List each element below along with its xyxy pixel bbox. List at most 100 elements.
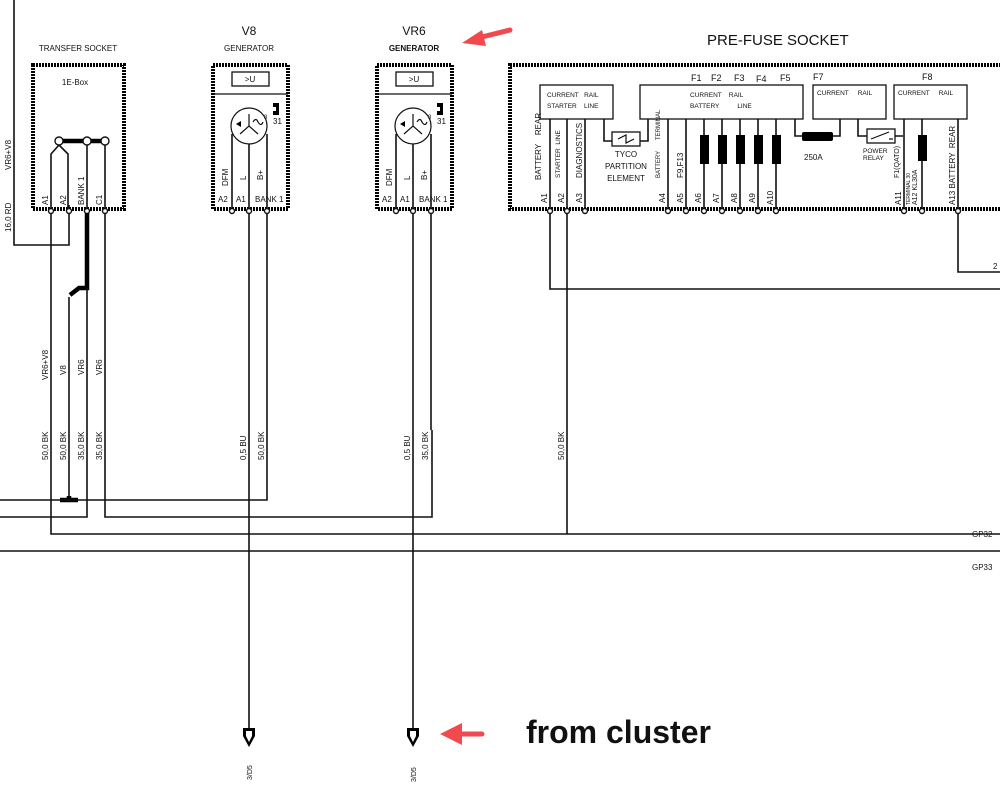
bus-node (82, 136, 92, 146)
svg-text:A8: A8 (730, 193, 739, 203)
pre-fuse-pins (546, 207, 962, 215)
fuse-icon (718, 135, 727, 164)
wire-name: VR6 (77, 359, 86, 375)
annotation-arrow-cluster (440, 723, 485, 745)
connector-icon (407, 728, 419, 747)
wire-spec: 35,0 BK (95, 431, 104, 460)
v8-regulator: >U (245, 75, 256, 84)
svg-text:A2: A2 (218, 195, 228, 204)
svg-text:TYCO: TYCO (615, 150, 637, 159)
svg-text:DFM: DFM (221, 168, 230, 186)
svg-text:F8: F8 (922, 72, 933, 82)
svg-text:A9: A9 (748, 193, 757, 203)
svg-text:F7: F7 (813, 72, 824, 82)
f8-rail (893, 84, 968, 120)
ground-label: 31 (437, 117, 446, 126)
svg-text:A10: A10 (766, 190, 775, 205)
svg-text:TERMINAL: TERMINAL (656, 109, 662, 140)
svg-text:3: 3 (264, 115, 268, 121)
svg-text:F3: F3 (734, 73, 745, 83)
svg-text:A7: A7 (712, 193, 721, 203)
transfer-socket-title: TRANSFER SOCKET (39, 44, 117, 53)
connector-icon (243, 728, 255, 747)
pin-label: C1 (95, 194, 104, 205)
svg-text:F1(QATO): F1(QATO) (894, 146, 901, 178)
svg-text:A5: A5 (676, 193, 685, 203)
svg-text:F1: F1 (691, 73, 702, 83)
svg-text:250A: 250A (804, 153, 823, 162)
svg-text:L: L (403, 175, 412, 180)
svg-text:CURRENT RAIL: CURRENT RAIL (547, 92, 599, 99)
svg-text:2: 2 (993, 262, 998, 271)
pin-label: A2 (59, 195, 68, 205)
bus-node (100, 136, 110, 146)
svg-text:A4: A4 (658, 193, 667, 203)
wire-vr6-v8 (50, 213, 1000, 535)
wire-spec: 50,0 BK (41, 431, 50, 460)
svg-text:ELEMENT: ELEMENT (607, 174, 645, 183)
wire-v8-bank (0, 210, 268, 501)
wire-vr6-b (104, 213, 433, 518)
svg-text:BATTERY LINE: BATTERY LINE (690, 103, 752, 110)
battery-rail (639, 84, 804, 120)
svg-text:A1: A1 (400, 195, 410, 204)
svg-text:A13 BATTERY REAR: A13 BATTERY REAR (948, 126, 957, 205)
vr6-title: GENERATOR (389, 44, 440, 53)
supply-wire (13, 0, 70, 246)
svg-text:F5: F5 (780, 73, 791, 83)
svg-text:CURRENT RAIL: CURRENT RAIL (898, 90, 954, 97)
svg-text:BATTERY REAR: BATTERY REAR (534, 113, 543, 180)
pre-fuse-title: PRE-FUSE SOCKET (707, 32, 849, 49)
svg-text:A1: A1 (540, 193, 549, 203)
svg-text:A1: A1 (236, 195, 246, 204)
wire-name: VR6 (95, 359, 104, 375)
svg-text:A2: A2 (382, 195, 392, 204)
transfer-socket-box (31, 63, 126, 211)
wire-vr6-a (0, 288, 88, 518)
fuse-icon (772, 135, 781, 164)
fuse-icon (754, 135, 763, 164)
gp33-label: GP33 (972, 563, 993, 572)
v8-title: GENERATOR (224, 44, 274, 53)
fuse-icon (736, 135, 745, 164)
wire-name: V8 (59, 365, 68, 375)
svg-text:3: 3 (428, 115, 432, 121)
svg-text:RELAY: RELAY (863, 155, 884, 162)
svg-text:F2: F2 (711, 73, 722, 83)
ground-icon (273, 103, 279, 115)
pin-label: A1 (41, 195, 50, 205)
transfer-socket-inner-label: 1E-Box (62, 78, 88, 87)
supply-wire-name: VR6+V8 (4, 139, 13, 170)
gp32-label: GP32 (972, 530, 993, 539)
starter-rail (539, 84, 614, 120)
wire-spec: 0,5 BU (239, 435, 248, 460)
svg-text:BANK 1: BANK 1 (255, 195, 284, 204)
svg-text:A6: A6 (694, 193, 703, 203)
power-relay (866, 128, 896, 144)
svg-text:L: L (239, 175, 248, 180)
v8-model: V8 (242, 24, 257, 38)
svg-text:A3: A3 (575, 193, 584, 203)
wire-spec: 50,0 BK (557, 431, 566, 460)
wire-name: VR6+V8 (41, 349, 50, 380)
svg-text:A12 KL30A: A12 KL30A (912, 169, 919, 205)
svg-text:F4: F4 (756, 74, 767, 84)
svg-text:PARTITION: PARTITION (605, 162, 647, 171)
fuse-icon (700, 135, 709, 164)
svg-text:F9,F13: F9,F13 (676, 152, 685, 178)
bus-node (54, 136, 64, 146)
ground-icon (437, 103, 443, 115)
svg-text:BANK 1: BANK 1 (419, 195, 448, 204)
connector-ref: 3/D5 (247, 765, 254, 780)
fuse-250a-icon (802, 132, 833, 141)
supply-wire-spec: 16,0 RD (4, 202, 13, 232)
from-cluster-annotation: from cluster (526, 714, 711, 750)
svg-text:BATTERY: BATTERY (656, 151, 662, 178)
wire-spec: 50,0 BK (59, 431, 68, 460)
vr6-regulator: >U (409, 75, 420, 84)
svg-text:TERMINAL 30: TERMINAL 30 (906, 173, 912, 205)
svg-text:DIAGNOSTICS: DIAGNOSTICS (575, 123, 584, 178)
svg-text:DFM: DFM (385, 168, 394, 186)
svg-text:B+: B+ (420, 170, 429, 180)
